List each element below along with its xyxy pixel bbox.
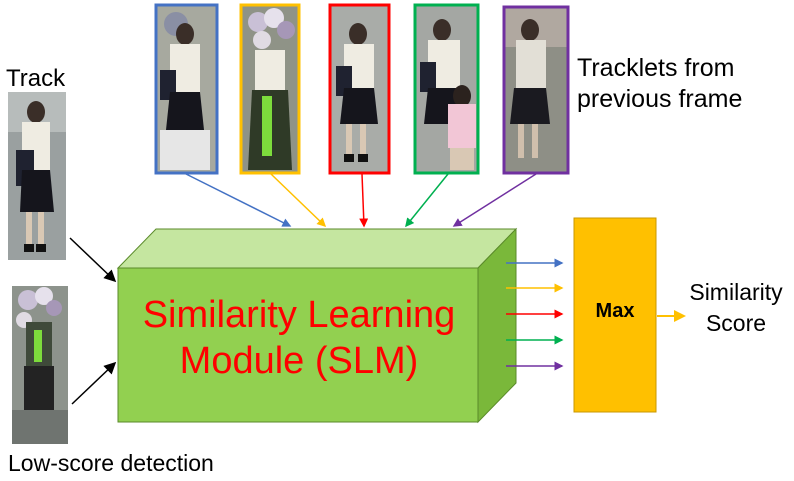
- slm-title: Similarity Learning Module (SLM): [118, 292, 480, 384]
- track-image: [8, 92, 66, 260]
- similarity-score-label: Similarity Score: [682, 279, 790, 337]
- tracklet-5: [502, 5, 570, 175]
- tracklet-5-arrow: [452, 173, 537, 227]
- slm-box-top: [116, 228, 518, 269]
- tracklet-3: [328, 3, 391, 175]
- slm-box-front: [117, 267, 479, 423]
- low-score-detection-image: [12, 286, 68, 444]
- low-score-label: Low-score detection: [8, 450, 214, 476]
- tracklet-1: [154, 3, 219, 175]
- max-label: Max: [595, 300, 635, 322]
- detection-arrow: [71, 361, 117, 405]
- tracklet-4-arrow: [405, 173, 449, 228]
- track-arrow: [69, 237, 117, 283]
- tracklets-label-line2: previous frame: [577, 85, 743, 113]
- max-box: [573, 217, 657, 413]
- slm-title-line1: Similarity Learning: [142, 294, 456, 336]
- tracklet-1-arrow: [185, 173, 292, 227]
- tracklets-label-line1: Tracklets from: [577, 54, 735, 82]
- tracklet-3-arrow: [359, 173, 369, 228]
- tracklet-4: [413, 3, 480, 175]
- slm-box: [116, 227, 518, 424]
- similarity-score-line2: Score: [705, 310, 767, 337]
- similarity-score-line1: Similarity: [689, 279, 783, 305]
- slm-title-line2: Module (SLM): [179, 340, 419, 382]
- tracklet-2: [239, 3, 301, 175]
- tracklet-2-arrow: [270, 173, 327, 228]
- track-label: Track: [6, 65, 66, 92]
